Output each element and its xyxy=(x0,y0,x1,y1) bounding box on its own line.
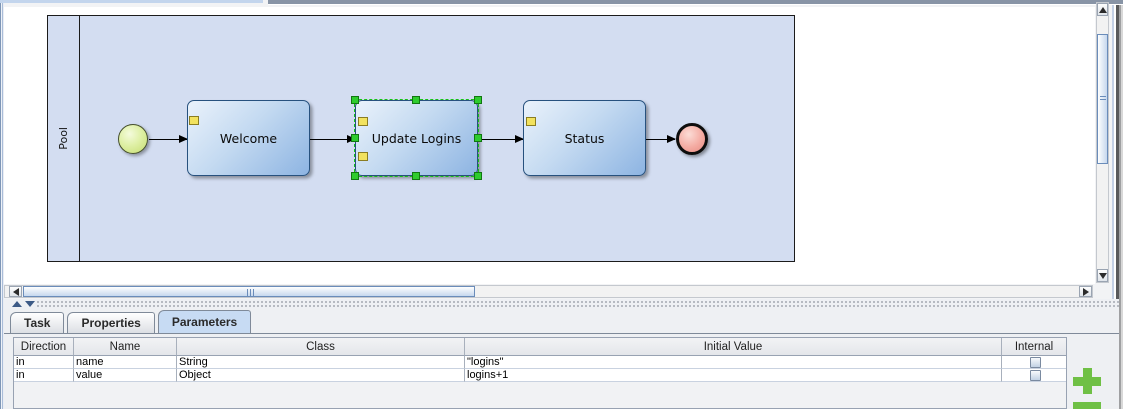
resize-handle-se[interactable] xyxy=(474,172,482,180)
scroll-down-button[interactable] xyxy=(1097,269,1108,282)
resize-handle-s[interactable] xyxy=(412,172,420,180)
tab-label: Task xyxy=(24,316,51,330)
resize-handle-e[interactable] xyxy=(474,134,482,142)
horizontal-scroll-thumb[interactable] xyxy=(23,286,475,297)
vertical-scroll-thumb[interactable] xyxy=(1097,34,1108,164)
flow-update-to-status[interactable] xyxy=(478,135,524,143)
scroll-right-button[interactable] xyxy=(1079,286,1092,297)
window-right-border xyxy=(1112,5,1123,409)
parameters-tab-content: Direction Name Class Initial Value Inter… xyxy=(4,333,1119,409)
collapse-up-icon[interactable] xyxy=(12,301,22,307)
resize-handle-w[interactable] xyxy=(351,134,359,142)
resize-handle-n[interactable] xyxy=(412,96,420,104)
diagram-canvas[interactable]: Pool Welcome Update Logins xyxy=(4,7,1095,284)
tab-properties[interactable]: Properties xyxy=(67,312,155,333)
tab-label: Properties xyxy=(81,316,141,330)
cell-class[interactable]: Object xyxy=(177,369,465,382)
scroll-up-button[interactable] xyxy=(1097,3,1108,16)
cell-name[interactable]: name xyxy=(74,356,177,369)
task-type-marker-icon xyxy=(358,117,368,126)
parameters-table: Direction Name Class Initial Value Inter… xyxy=(13,337,1067,409)
column-header-direction[interactable]: Direction xyxy=(14,338,74,356)
end-event[interactable] xyxy=(676,123,708,155)
table-row[interactable]: in value Object logins+1 xyxy=(14,369,1066,382)
task-label: Status xyxy=(564,130,605,146)
collapse-down-icon[interactable] xyxy=(25,301,35,307)
task-status-box[interactable]: Status xyxy=(523,100,646,176)
internal-checkbox[interactable] xyxy=(1029,356,1041,368)
pool-label-band[interactable]: Pool xyxy=(48,16,80,261)
flow-start-to-welcome[interactable] xyxy=(149,135,188,143)
table-header-row: Direction Name Class Initial Value Inter… xyxy=(14,338,1066,356)
task-label: Update Logins xyxy=(371,130,462,146)
column-header-initial-value[interactable]: Initial Value xyxy=(465,338,1002,356)
arrowhead-icon xyxy=(515,135,524,143)
arrow-up-icon xyxy=(1098,6,1107,13)
arrowhead-icon xyxy=(179,135,188,143)
divider-texture xyxy=(36,300,1119,308)
cell-internal xyxy=(1002,356,1066,369)
task-label: Welcome xyxy=(219,130,278,146)
arrow-left-icon xyxy=(12,287,19,296)
horizontal-scrollbar[interactable] xyxy=(4,285,1093,298)
task-welcome-box[interactable]: Welcome xyxy=(187,100,310,176)
task-type-marker-icon xyxy=(189,116,199,125)
cell-direction[interactable]: in xyxy=(14,356,74,369)
arrowhead-icon xyxy=(667,135,676,143)
top-tab-strip xyxy=(0,0,263,3)
cell-name[interactable]: value xyxy=(74,369,177,382)
properties-panel: Task Properties Parameters Direction Nam… xyxy=(4,309,1119,409)
task-type-marker-icon xyxy=(358,152,368,161)
flow-welcome-to-update[interactable] xyxy=(310,135,356,143)
add-parameter-button plus-icon[interactable] xyxy=(1073,368,1101,394)
scroll-left-button[interactable] xyxy=(9,286,22,297)
arrow-right-icon xyxy=(1082,287,1089,296)
tab-label: Parameters xyxy=(171,315,238,329)
cell-initial-value[interactable]: logins+1 xyxy=(465,369,1002,382)
cell-initial-value[interactable]: "logins" xyxy=(465,356,1002,369)
resize-handle-nw[interactable] xyxy=(351,96,359,104)
tab-bar: Task Properties Parameters xyxy=(10,310,254,333)
tab-task[interactable]: Task xyxy=(10,312,65,333)
cell-class[interactable]: String xyxy=(177,356,465,369)
cell-internal xyxy=(1002,369,1066,382)
task-update-logins[interactable]: Update Logins xyxy=(351,96,482,180)
column-header-internal[interactable]: Internal xyxy=(1002,338,1066,356)
tab-parameters[interactable]: Parameters xyxy=(157,310,252,333)
task-welcome[interactable]: Welcome xyxy=(187,100,310,176)
internal-checkbox[interactable] xyxy=(1029,369,1041,381)
selection-outline xyxy=(354,99,479,177)
split-divider[interactable] xyxy=(4,299,1119,309)
pool-label: Pool xyxy=(57,127,70,150)
flow-status-to-end[interactable] xyxy=(646,135,676,143)
top-border-strip xyxy=(268,0,1123,5)
table-row[interactable]: in name String "logins" xyxy=(14,356,1066,369)
column-header-class[interactable]: Class xyxy=(177,338,465,356)
thumb-grip-icon xyxy=(247,289,254,296)
arrow-down-icon xyxy=(1098,272,1107,279)
cell-direction[interactable]: in xyxy=(14,369,74,382)
task-type-marker-icon xyxy=(526,117,536,126)
task-status[interactable]: Status xyxy=(523,100,646,176)
start-event[interactable] xyxy=(118,124,148,154)
thumb-grip-icon xyxy=(1100,96,1106,102)
resize-handle-sw[interactable] xyxy=(351,172,359,180)
remove-parameter-button minus-icon[interactable] xyxy=(1073,402,1101,409)
window-left-border xyxy=(0,3,4,409)
column-header-name[interactable]: Name xyxy=(74,338,177,356)
resize-handle-ne[interactable] xyxy=(474,96,482,104)
vertical-scrollbar[interactable] xyxy=(1096,2,1109,283)
